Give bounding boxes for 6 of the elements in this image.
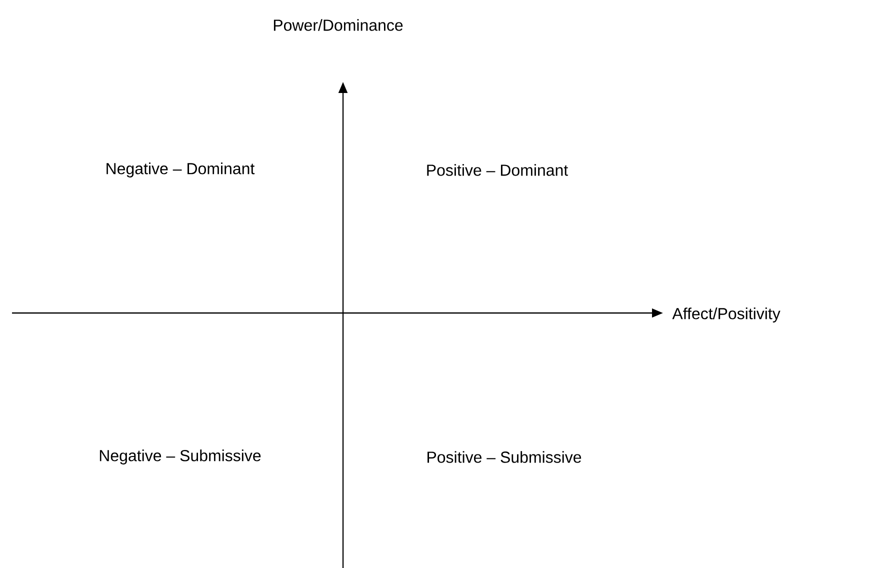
quadrant-label: Positive – Submissive (428, 451, 582, 463)
axis-label: Affect/Positivity (672, 308, 780, 322)
quadrant-label: Negative – Dominant (106, 162, 255, 178)
axis-label: Power/Dominance (274, 19, 403, 31)
quadrant-label: Negative – Submissive (100, 450, 261, 464)
quadrant-label: Positive – Dominant (427, 164, 568, 176)
